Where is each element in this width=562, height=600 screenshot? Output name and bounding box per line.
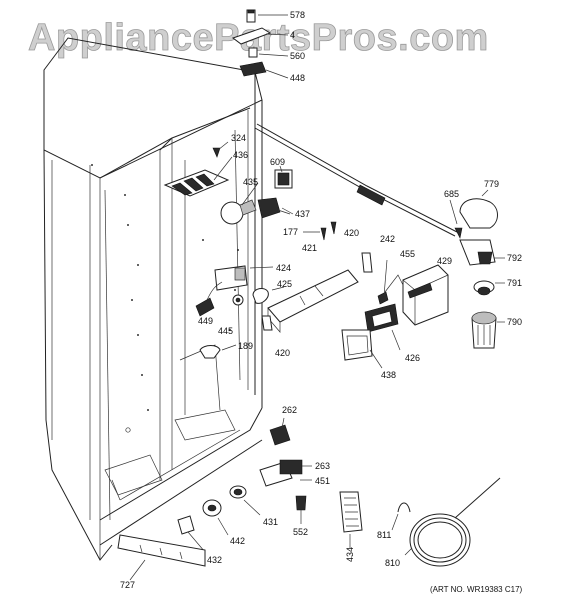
callout-448: 448	[290, 73, 305, 83]
callout-811: 811	[377, 530, 391, 540]
callout-429: 429	[437, 256, 452, 266]
top-hinge-parts	[231, 9, 289, 79]
callout-791: 791	[507, 278, 522, 288]
water-line-assembly	[254, 123, 505, 266]
bottom-parts	[117, 477, 501, 581]
art-number: (ART NO. WR19383 C17)	[430, 585, 523, 594]
callout-421: 421	[302, 243, 317, 253]
callout-779: 779	[484, 179, 499, 189]
callout-455: 455	[400, 249, 415, 259]
callout-4: 4	[290, 30, 295, 40]
callout-420-bottom: 420	[275, 348, 290, 358]
callout-436: 436	[233, 150, 248, 160]
callout-560: 560	[290, 51, 305, 61]
callout-792: 792	[507, 253, 522, 263]
callout-578: 578	[290, 10, 305, 20]
callout-685: 685	[444, 189, 459, 199]
callout-449: 449	[198, 316, 213, 326]
callout-426: 426	[405, 353, 420, 363]
callout-810: 810	[385, 558, 400, 568]
callout-552: 552	[293, 527, 308, 537]
callout-420-top: 420	[344, 228, 359, 238]
callout-424: 424	[276, 263, 291, 273]
callout-790: 790	[507, 317, 522, 327]
callout-263: 263	[315, 461, 330, 471]
callout-445: 445	[218, 326, 233, 336]
temp-control-parts	[341, 259, 449, 369]
callout-435: 435	[243, 177, 258, 187]
lower-hinge-parts	[259, 417, 312, 524]
control-housing	[195, 221, 373, 359]
callout-262: 262	[282, 405, 297, 415]
water-filter-parts	[471, 280, 505, 349]
callout-442: 442	[230, 536, 245, 546]
callout-609: 609	[270, 157, 285, 167]
light-assembly	[163, 141, 294, 225]
callout-451: 451	[315, 476, 330, 486]
callout-425: 425	[277, 279, 292, 289]
watermark: AppliancePartsPros.com	[28, 17, 489, 59]
callout-labels: 578 4 560 448 324 436 609 435 437 685 77…	[120, 10, 522, 590]
callout-242: 242	[380, 234, 395, 244]
refrigerator-cabinet	[43, 37, 263, 561]
callout-324: 324	[231, 133, 246, 143]
callout-437: 437	[295, 209, 310, 219]
callout-177: 177	[283, 227, 298, 237]
callout-432: 432	[207, 555, 222, 565]
callout-431: 431	[263, 517, 278, 527]
callout-434: 434	[345, 547, 355, 562]
callout-189: 189	[238, 341, 253, 351]
callout-438: 438	[381, 370, 396, 380]
callout-727: 727	[120, 580, 135, 590]
